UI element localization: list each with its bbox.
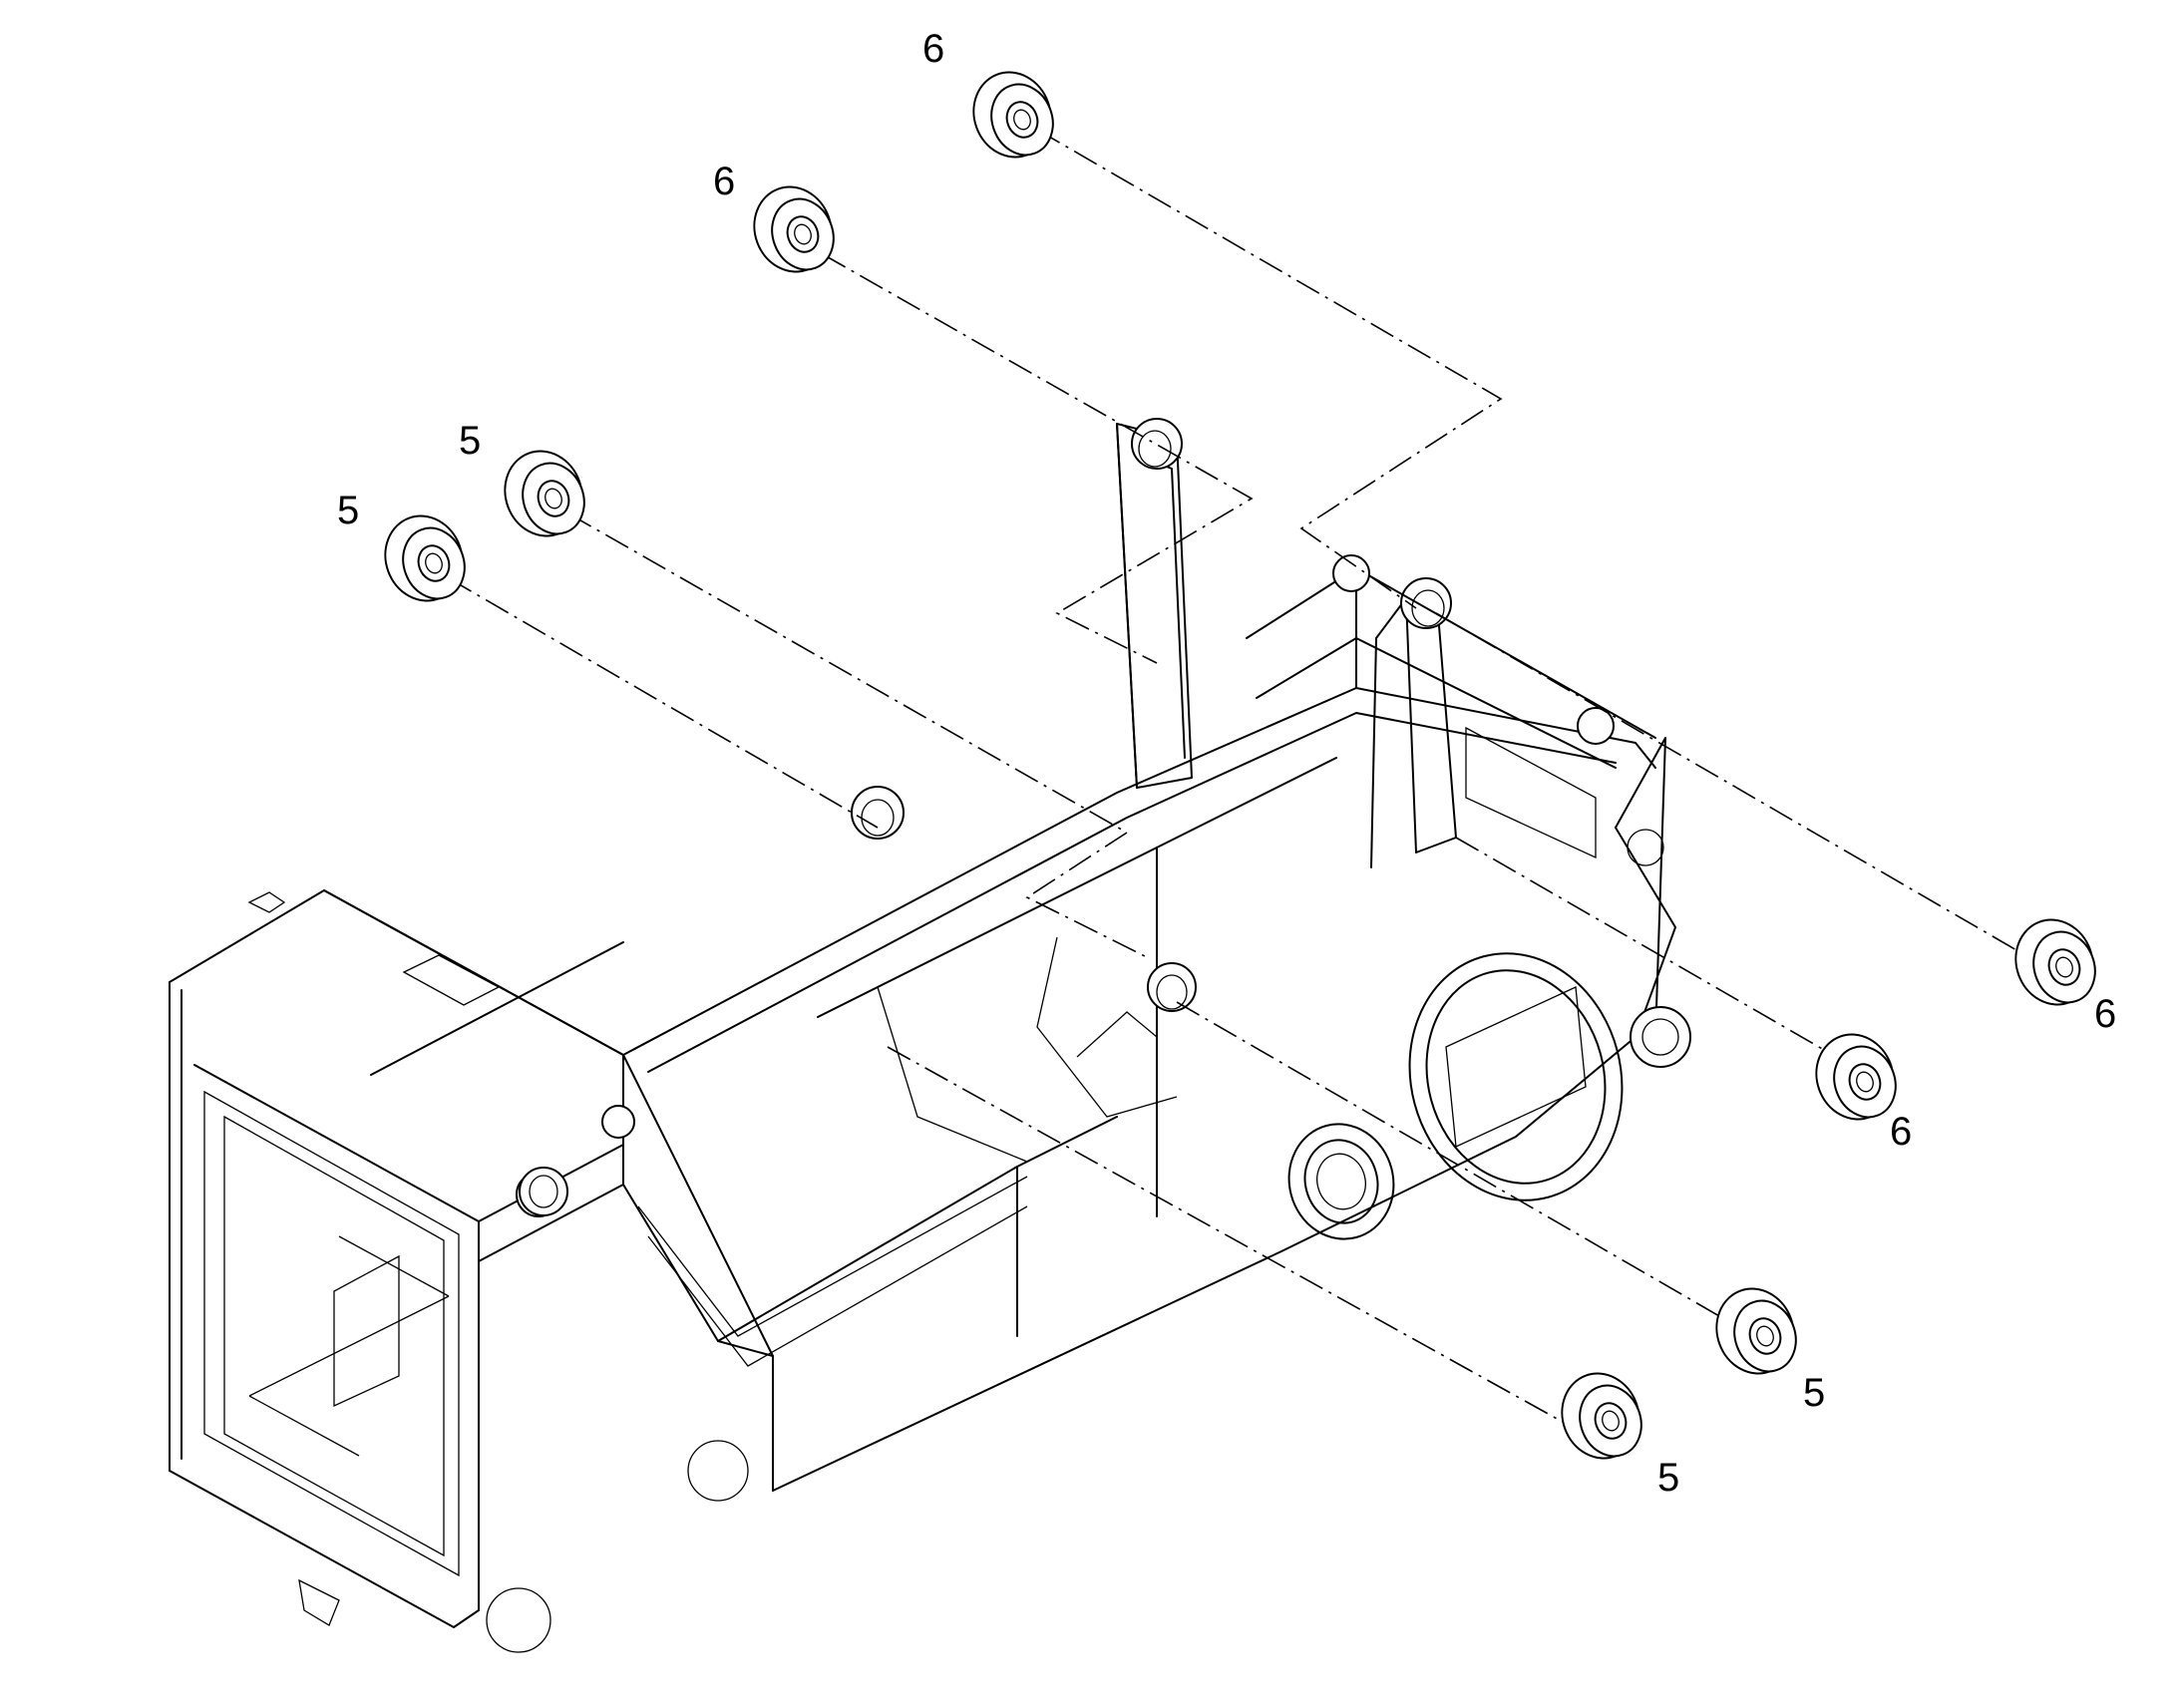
callout-bushing-top-left: 6 bbox=[713, 160, 735, 203]
bushing-part-5-lower-right bbox=[1715, 1287, 1797, 1375]
assembly-leader-lines bbox=[448, 129, 2055, 1447]
bushing-part-5-mid-left bbox=[384, 514, 466, 602]
callout-bushing-bottom: 5 bbox=[1657, 1456, 1679, 1500]
bushing-part-5-mid-upper bbox=[504, 450, 585, 537]
callout-bushing-right-mid: 6 bbox=[1890, 1110, 1912, 1154]
callout-bushing-top-right: 6 bbox=[922, 27, 944, 71]
chassis-frame bbox=[169, 418, 1691, 1653]
bushing-part-6-top-left bbox=[753, 185, 835, 273]
bushing-part-6-far-right bbox=[2014, 918, 2096, 1006]
bushing-part-5-bottom bbox=[1561, 1372, 1642, 1460]
bushing-part-6-top-right bbox=[972, 71, 1054, 159]
bushing-part-6-right-mid bbox=[1815, 1033, 1897, 1121]
callout-bushing-mid-left: 5 bbox=[337, 489, 359, 532]
callout-bushing-far-right: 6 bbox=[2094, 992, 2116, 1036]
callout-bushing-mid-upper: 5 bbox=[459, 419, 481, 463]
callout-bushing-lower-right: 5 bbox=[1803, 1371, 1825, 1415]
